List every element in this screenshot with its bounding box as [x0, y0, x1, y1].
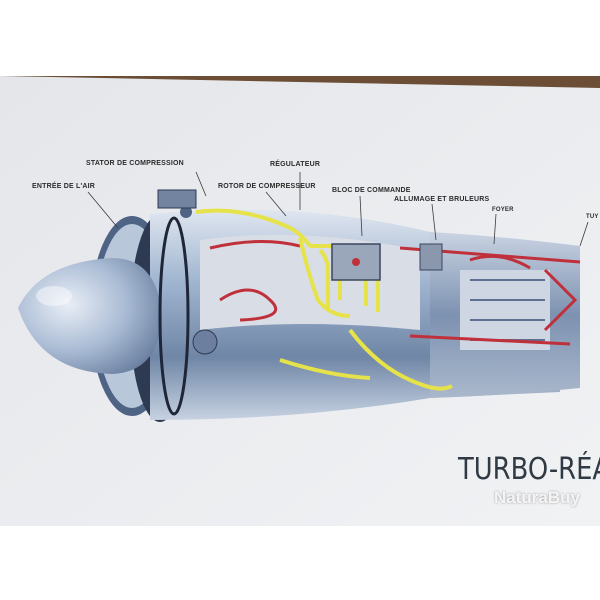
label-regulateur: RÉGULATEUR — [270, 161, 321, 168]
label-stator-de-compression: STATOR DE COMPRESSION — [86, 160, 184, 167]
leader-lines — [87, 171, 589, 247]
label-allumage-et-bruleurs: ALLUMAGE ET BRULEURS — [394, 196, 490, 203]
poster-title: TURBO-RÉAC — [458, 452, 600, 487]
label-tuyere-partial: TUY — [586, 214, 599, 220]
watermark: NaturaBuy — [494, 488, 580, 507]
label-entree-de-l-air: ENTRÉE DE L'AIR — [32, 183, 96, 190]
red-pipes — [209, 240, 581, 346]
nose-cone — [18, 258, 162, 374]
label-bloc-de-commande: BLOC DE COMMANDE — [332, 187, 411, 194]
label-rotor-de-compresseur: ROTOR DE COMPRESSEUR — [218, 183, 316, 190]
label-foyer: FOYER — [492, 207, 514, 213]
yellow-pipes — [195, 208, 453, 391]
